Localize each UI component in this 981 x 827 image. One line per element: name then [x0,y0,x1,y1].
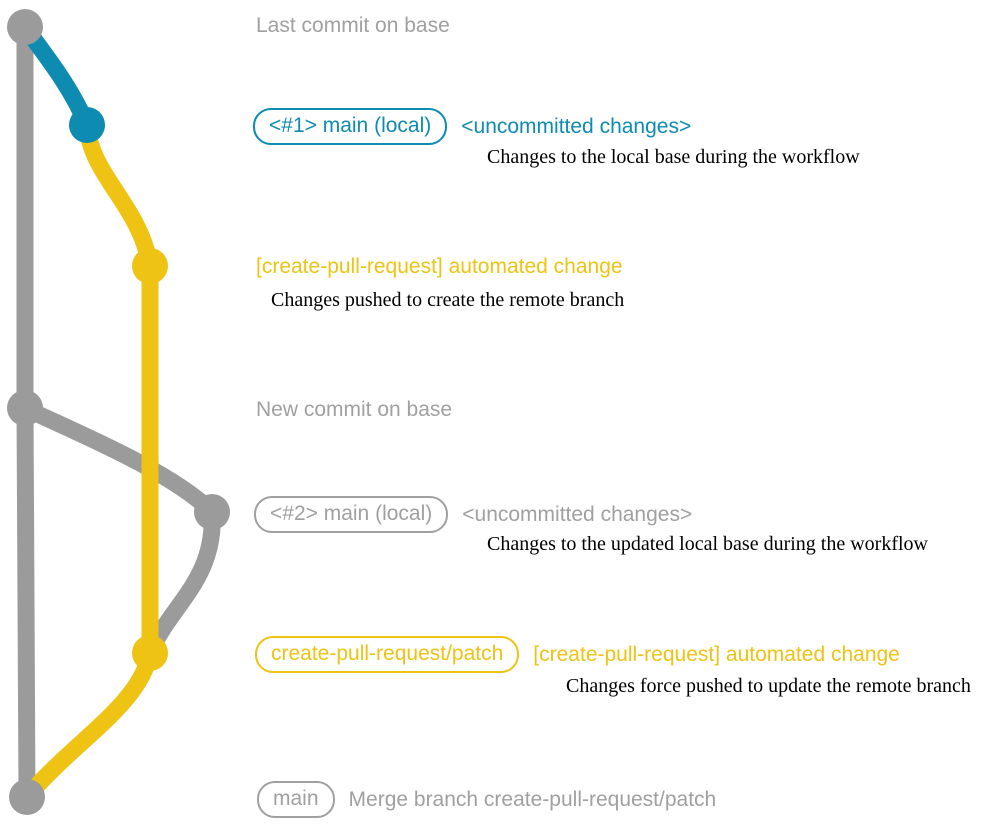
row-patch-branch: create-pull-request/patch [create-pull-r… [255,636,900,673]
commit-node-merge[interactable] [9,779,45,815]
note-main-local-2: Changes to the updated local base during… [487,533,928,555]
commit-node-last-commit-on-base[interactable] [7,9,43,45]
commit-node-main-local-2[interactable] [194,494,230,530]
commit-message-new-commit-on-base: New commit on base [256,398,453,421]
commit-node-automated-change-1[interactable] [132,248,168,284]
row-last-commit-on-base: Last commit on base [256,15,450,36]
edge-patch-merge-to-base [18,644,159,806]
row-new-commit-on-base: New commit on base [256,399,452,420]
row-main-local-2: <#2> main (local) <uncommitted changes> [254,496,692,533]
branch-badge-create-pull-request-patch[interactable]: create-pull-request/patch [255,636,520,673]
commit-message-main-local-1: <uncommitted changes> [461,115,692,138]
edge-base-to-main-local-2 [16,399,221,521]
branch-badge-main-local-2[interactable]: <#2> main (local) [254,496,449,533]
commit-node-main-local-1[interactable] [69,107,105,143]
branch-badge-main-local-1[interactable]: <#1> main (local) [253,108,448,145]
commit-message-merge: Merge branch create-pull-request/patch [348,788,717,811]
row-automated-change-1: [create-pull-request] automated change [256,256,623,277]
commit-message-automated-change-1: [create-pull-request] automated change [256,255,623,278]
commit-message-main-local-2: <uncommitted changes> [462,503,693,526]
commit-message-automated-change-2: [create-pull-request] automated change [533,643,900,666]
note-automated-change-2: Changes force pushed to update the remot… [566,675,971,697]
row-merge: main Merge branch create-pull-request/pa… [257,781,716,818]
commit-message-last-commit-on-base: Last commit on base [256,14,450,37]
commit-node-automated-change-2[interactable] [132,635,168,671]
branch-badge-main[interactable]: main [257,781,335,818]
commit-node-new-commit-on-base[interactable] [7,390,43,426]
note-main-local-1: Changes to the local base during the wor… [487,146,860,168]
note-automated-change-1: Changes pushed to create the remote bran… [271,289,625,311]
row-main-local-1: <#1> main (local) <uncommitted changes> [253,108,691,145]
